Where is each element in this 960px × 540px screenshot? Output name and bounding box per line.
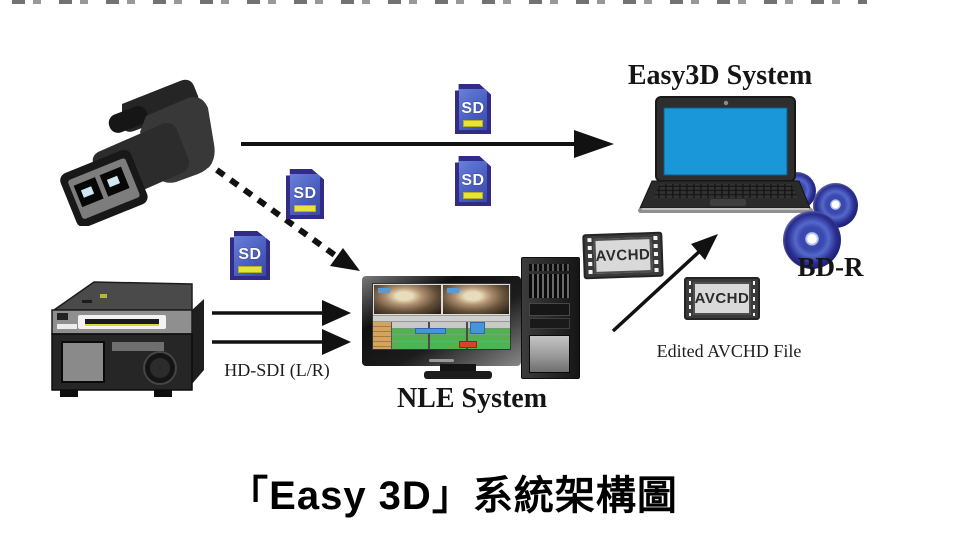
- sd-card-stripe: [462, 120, 484, 128]
- monitor-stand-neck: [440, 364, 476, 373]
- video-preview-right: [442, 285, 509, 314]
- timeline-divider: [466, 321, 469, 349]
- timeline-divider: [427, 321, 430, 349]
- tower-vent-slits: [529, 274, 570, 298]
- diagram-title: 「Easy 3D」系統架構圖: [228, 474, 678, 518]
- dashed-arrow: [201, 157, 360, 271]
- hd-sdi-label: HD-SDI (L/R): [224, 360, 330, 380]
- toolbar-strip: [373, 314, 510, 322]
- nle-system-label: NLE System: [396, 383, 548, 414]
- film-sprocket-holes: [653, 235, 659, 273]
- nle-screen: [372, 283, 511, 350]
- sd-card-panel: SD: [290, 174, 320, 215]
- film-sprocket-holes: [689, 281, 691, 316]
- solid-arrow: [241, 130, 614, 158]
- avchd-label: AVCHD: [692, 282, 752, 315]
- film-sprocket-holes: [587, 238, 593, 276]
- sd-label: SD: [238, 246, 262, 264]
- timeline: [373, 321, 510, 349]
- sd-card-panel: SD: [234, 236, 266, 276]
- video-preview-left: [374, 285, 441, 314]
- monitor-stand-base: [424, 371, 492, 379]
- sd-card-stripe: [238, 266, 262, 274]
- tower-front-panel: [529, 335, 570, 373]
- pc-tower-icon: [521, 257, 580, 379]
- easy3d-system-label: Easy3D System: [627, 60, 813, 91]
- sd-label: SD: [293, 184, 317, 202]
- tower-vent-dots: [529, 264, 570, 271]
- bd-r-disc-icon: [783, 211, 841, 269]
- avchd-film-icon: AVCHD: [684, 277, 760, 320]
- sd-card-stripe: [462, 192, 484, 200]
- hd-sdi-arrow-bottom: [212, 329, 351, 355]
- laptop-icon: [638, 96, 813, 213]
- avchd-film-icon: AVCHD: [582, 231, 664, 280]
- sd-card-icon: SD: [286, 169, 324, 219]
- timeline-tracks: [392, 321, 510, 349]
- sd-label: SD: [461, 99, 485, 117]
- edited-avchd-label: Edited AVCHD File: [656, 341, 802, 361]
- cropped-text-remnant: [12, 0, 867, 4]
- bd-r-label: BD-R: [797, 252, 864, 282]
- sd-card-panel: SD: [459, 161, 487, 202]
- video-preview-row: [373, 284, 510, 315]
- avchd-label: AVCHD: [593, 236, 653, 275]
- tower-drive-bay: [529, 303, 570, 316]
- sd-card-icon: SD: [455, 84, 491, 134]
- clip-blue: [414, 328, 447, 335]
- film-sprocket-holes: [753, 281, 755, 316]
- sd-card-icon: SD: [455, 156, 491, 206]
- deck-recorder-icon: [51, 281, 204, 397]
- 3d-camcorder-icon: [60, 79, 215, 226]
- tower-drive-bay: [529, 318, 570, 329]
- timeline-track-headers: [373, 321, 393, 349]
- monitor-button: [428, 359, 455, 362]
- clip-blue: [469, 321, 486, 335]
- sd-label: SD: [461, 171, 485, 189]
- nle-monitor-icon: [362, 276, 521, 366]
- sd-card-icon: SD: [230, 231, 270, 280]
- hd-sdi-arrow-top: [212, 300, 351, 326]
- sd-card-stripe: [294, 205, 316, 213]
- clip-red: [459, 340, 477, 349]
- sd-card-panel: SD: [459, 89, 487, 130]
